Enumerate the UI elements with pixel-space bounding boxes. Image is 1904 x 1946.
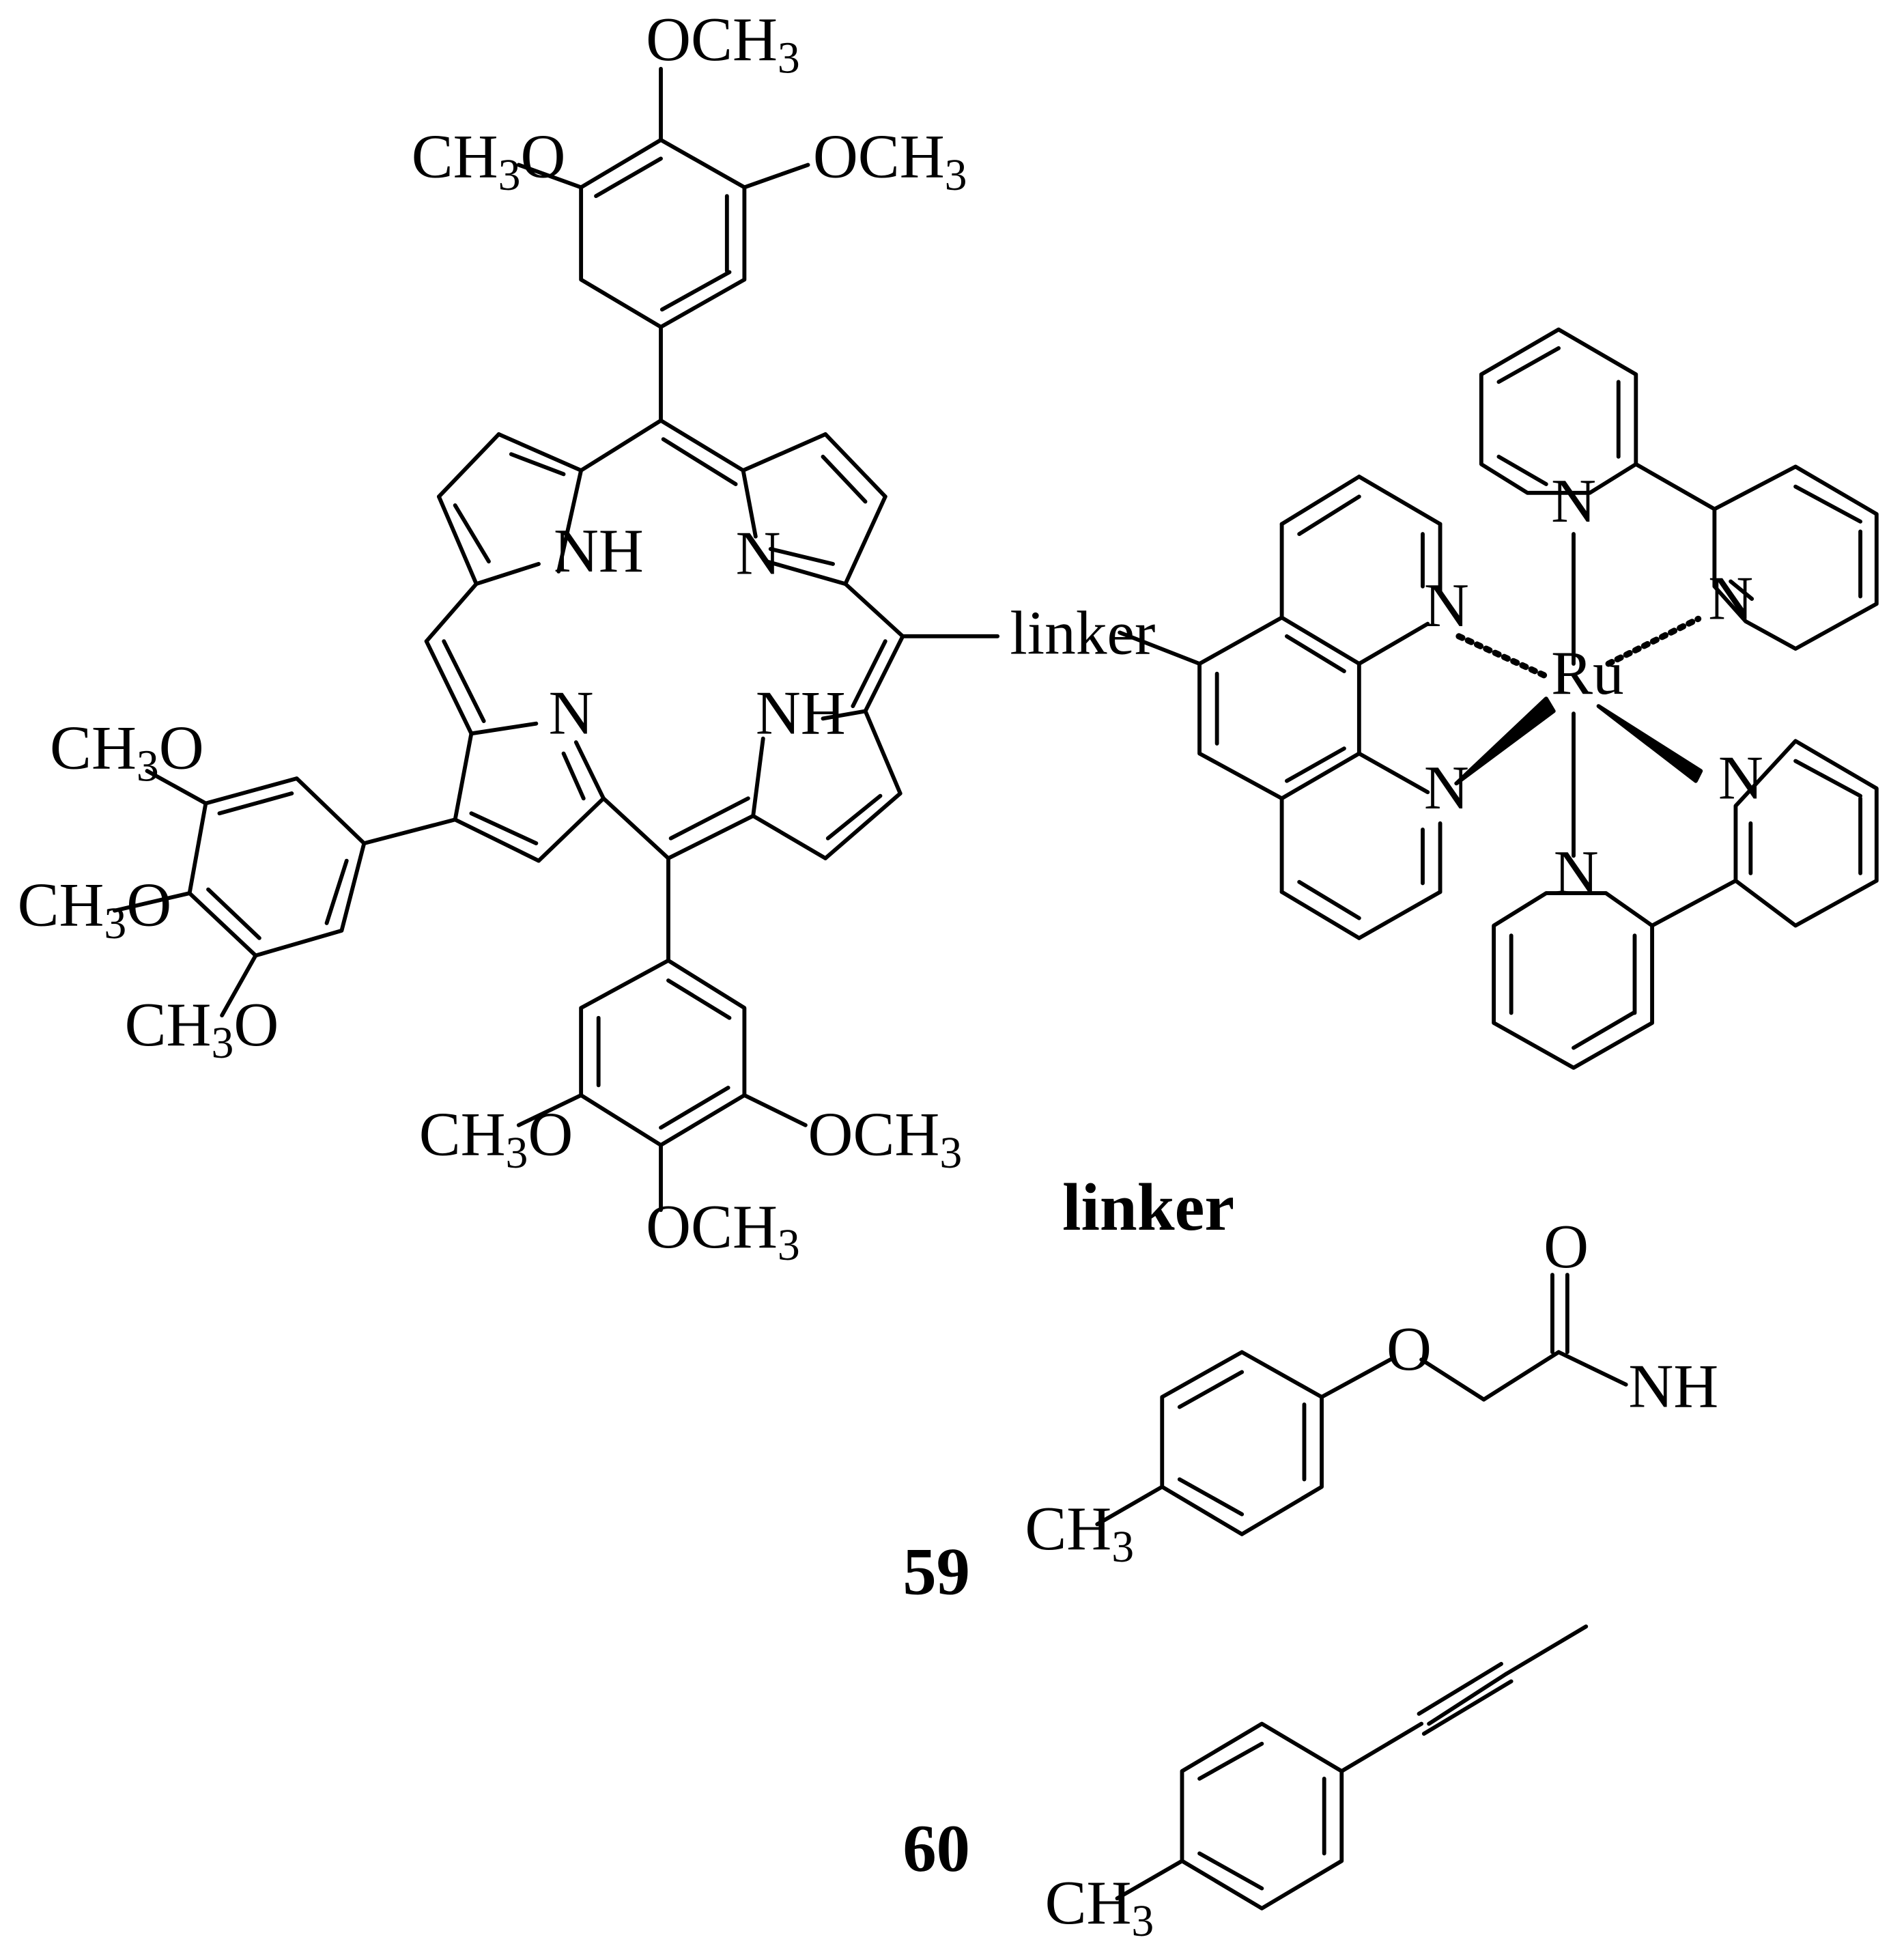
- o-carbonyl-label: O: [1544, 1212, 1589, 1281]
- n-label-phen-lower: N: [1424, 753, 1469, 822]
- aryl-ring-bottom: [516, 856, 808, 1212]
- aryl-ring-left: [113, 769, 457, 1018]
- n-label-bpy-top-1: N: [1551, 466, 1596, 535]
- och3-bottom-label: OCH3: [646, 1192, 800, 1270]
- linker-caption: linker: [1062, 1170, 1234, 1245]
- ch3o-left-2-label: CH3O: [18, 871, 172, 948]
- n-label-bpy-bottom-2: N: [1554, 838, 1599, 907]
- ch3o-left-1-label: CH3O: [50, 713, 204, 791]
- nh-label-lower: NH: [756, 678, 846, 747]
- ch3o-top-left-label: CH3O: [412, 122, 566, 200]
- n-label-phen-upper: N: [1424, 571, 1469, 640]
- n-label-bpy-top-2: N: [1708, 563, 1753, 632]
- phenanthroline-ligand: [1118, 475, 1443, 940]
- compound-60-caption: 60: [903, 1811, 970, 1886]
- aryl-ring-top: [516, 66, 810, 423]
- nh-amide-label: NH: [1628, 1352, 1718, 1421]
- ru-coordination-bonds: [1454, 532, 1703, 858]
- ch3o-left-3-label: CH3O: [125, 990, 279, 1068]
- atom-labels: OCH3 CH3O OCH3 NH N N NH linker CH3O CH3…: [18, 5, 1763, 1946]
- nh-label-upper: NH: [554, 516, 644, 585]
- och3-bottom-right-label: OCH3: [808, 1100, 963, 1178]
- ru-label: Ru: [1551, 638, 1624, 707]
- bipyridine-ligand-bottom: [1492, 739, 1879, 1070]
- captions: linker 59 60: [903, 1170, 1234, 1886]
- ch3o-bottom-left-label: CH3O: [419, 1100, 573, 1178]
- bipyridine-ligand-top: [1479, 327, 1879, 651]
- ch3-59-label: CH3: [1025, 1494, 1134, 1572]
- och3-top-right-label: OCH3: [813, 122, 967, 200]
- o-ether-label: O: [1387, 1314, 1432, 1383]
- compound-60-structure: [1115, 1624, 1589, 1910]
- linker-inline-label: linker: [1010, 598, 1155, 667]
- compound-59-caption: 59: [903, 1535, 970, 1609]
- ch3-60-label: CH3: [1045, 1868, 1154, 1946]
- och3-top-label: OCH3: [646, 5, 800, 83]
- porphyrin-skeleton: [424, 418, 1000, 863]
- n-label-lower: N: [549, 678, 594, 747]
- n-label-upper: N: [736, 519, 781, 588]
- n-label-bpy-bottom-1: N: [1718, 743, 1763, 812]
- compound-59-structure: [1095, 1273, 1628, 1536]
